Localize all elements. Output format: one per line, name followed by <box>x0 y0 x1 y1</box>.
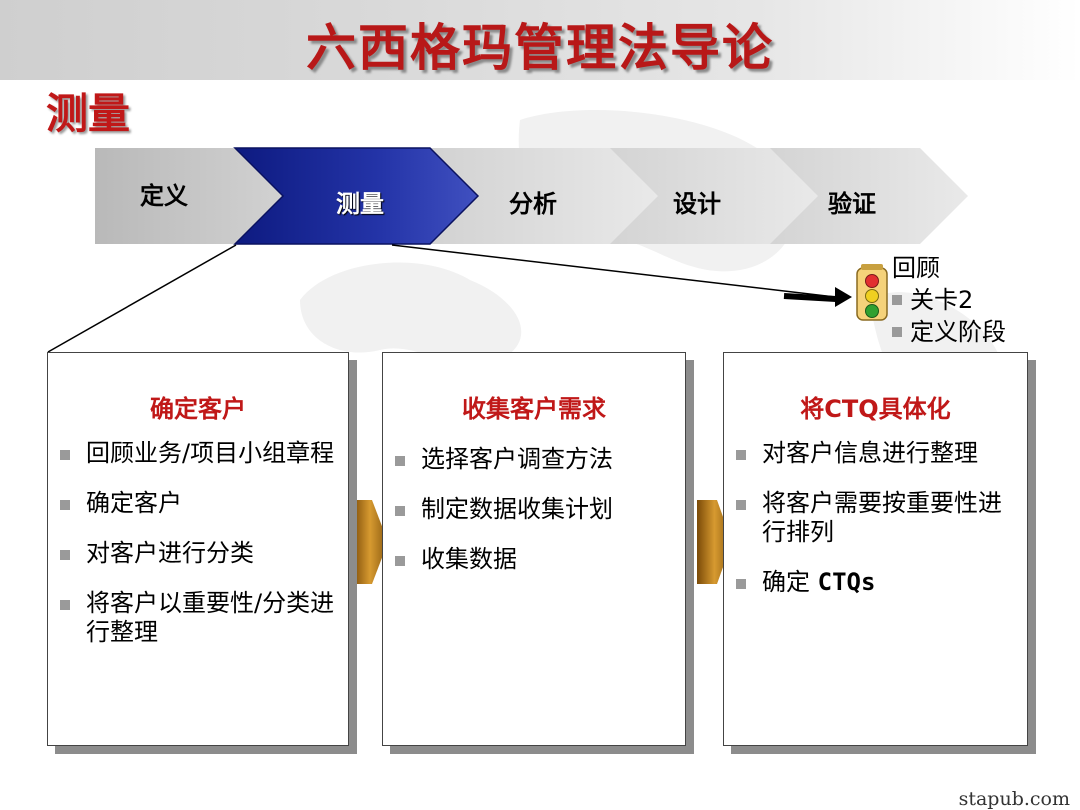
gate-pointer-line <box>391 244 836 298</box>
bullet-square-icon <box>892 295 902 305</box>
source-credit: stapub.com <box>958 788 1070 810</box>
step-chevron-measure <box>235 148 478 244</box>
step-label-verify[interactable]: 验证 <box>828 190 876 218</box>
list-item: 回顾业务/项目小组章程 <box>60 439 345 468</box>
section-subtitle: 测量 <box>46 89 131 138</box>
review-item: 定义阶段 <box>892 316 1006 348</box>
page-title: 六西格玛管理法导论 <box>306 19 774 77</box>
title-band <box>0 0 1080 80</box>
card-title: 确定客户 <box>150 395 246 423</box>
ctq-code: CTQs <box>817 568 876 596</box>
bullet-square-icon <box>736 450 746 460</box>
step-chevron-define <box>95 148 288 244</box>
list-item: 确定客户 <box>60 489 345 518</box>
card-item-list: 选择客户调查方法 制定数据收集计划 收集数据 <box>395 445 680 595</box>
step-label-design[interactable]: 设计 <box>673 190 721 218</box>
card-collect-requirements: 收集客户需求 选择客户调查方法 制定数据收集计划 收集数据 <box>382 352 686 746</box>
list-item: 收集数据 <box>395 545 680 574</box>
flow-arrow-1 <box>352 500 388 584</box>
bullet-square-icon <box>395 456 405 466</box>
bullet-square-icon <box>60 550 70 560</box>
list-item: 对客户信息进行整理 <box>736 439 1021 468</box>
card-item-list: 对客户信息进行整理 将客户需要按重要性进行排列 确定 CTQs <box>736 439 1021 618</box>
bullet-square-icon <box>395 556 405 566</box>
bullet-square-icon <box>736 500 746 510</box>
bullet-square-icon <box>60 500 70 510</box>
card-item-list: 回顾业务/项目小组章程 确定客户 对客户进行分类 将客户以重要性/分类进行整理 <box>60 439 345 668</box>
gate-pointer-arrowhead <box>835 287 852 307</box>
list-item: 选择客户调查方法 <box>395 445 680 474</box>
card-title: 将CTQ具体化 <box>800 395 951 423</box>
bullet-square-icon <box>736 579 746 589</box>
card-specify-ctq: 将CTQ具体化 对客户信息进行整理 将客户需要按重要性进行排列 确定 CTQs <box>723 352 1028 746</box>
bullet-square-icon <box>395 506 405 516</box>
detail-connector-line <box>47 244 237 353</box>
review-heading: 回顾 <box>892 254 940 282</box>
step-label-analyze[interactable]: 分析 <box>509 190 557 218</box>
step-label-define[interactable]: 定义 <box>140 182 188 210</box>
list-item: 制定数据收集计划 <box>395 495 680 524</box>
review-gate: 回顾 关卡2 定义阶段 <box>892 252 1006 348</box>
traffic-light-icon <box>856 264 888 321</box>
card-identify-customer: 确定客户 回顾业务/项目小组章程 确定客户 对客户进行分类 将客户以重要性/分类… <box>47 352 349 746</box>
step-label-measure[interactable]: 测量 <box>336 190 384 218</box>
bullet-square-icon <box>60 450 70 460</box>
review-item: 关卡2 <box>892 284 1006 316</box>
list-item: 将客户以重要性/分类进行整理 <box>60 589 345 647</box>
list-item: 确定 CTQs <box>736 568 1021 597</box>
step-chevron-analyze <box>400 148 658 244</box>
card-title: 收集客户需求 <box>462 395 606 423</box>
bullet-square-icon <box>892 327 902 337</box>
bullet-square-icon <box>60 600 70 610</box>
list-item: 对客户进行分类 <box>60 539 345 568</box>
list-item: 将客户需要按重要性进行排列 <box>736 489 1021 547</box>
